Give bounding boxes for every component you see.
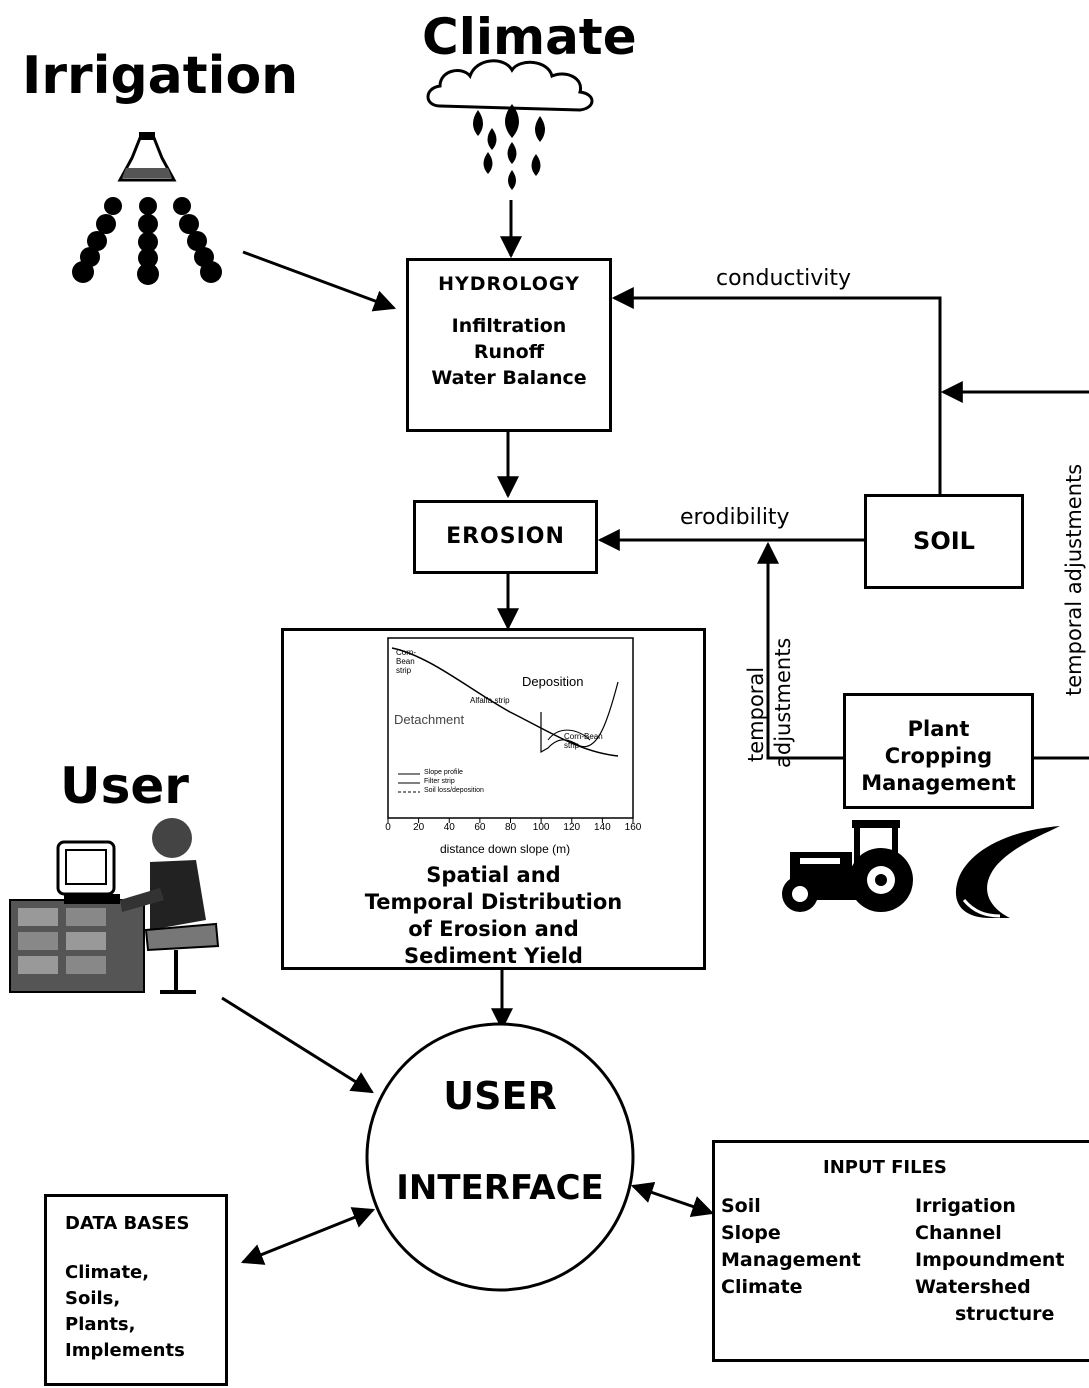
computer-user-icon [9, 818, 220, 994]
temporal-label-left: temporal [744, 666, 768, 762]
distribution-caption: Spatial and Temporal Distribution of Ero… [281, 862, 706, 970]
plot-tick-label: 80 [504, 822, 517, 833]
rain-cloud-icon [426, 59, 594, 190]
plot-tick-label: 100 [532, 822, 550, 833]
data-bases-item-soils: Soils, [65, 1288, 121, 1309]
hydrology-infiltration: Infiltration [451, 315, 567, 337]
plot-tick-label: 40 [443, 822, 455, 833]
plot-tick-label: 20 [413, 822, 425, 833]
user-interface-line-1: USER [443, 1074, 557, 1118]
input-file-watershed: Watershed [915, 1276, 1031, 1298]
erosion-label: EROSION [446, 524, 565, 549]
input-file-climate: Climate [721, 1276, 803, 1298]
deposition-line [540, 681, 619, 754]
input-files-heading: INPUT FILES [823, 1157, 947, 1178]
hydrology-runoff: Runoff [473, 341, 545, 363]
plot-tick-label: 140 [594, 822, 611, 833]
climate-title: Climate [422, 8, 637, 66]
erosion-box: EROSION [413, 500, 598, 574]
temporal-adjustments-label-right: temporal adjustments [1062, 463, 1086, 696]
soil-box: SOIL [864, 494, 1024, 589]
plot-legend-2: Filter strip [424, 778, 455, 785]
plot-corn-bean-top-label: Corn-Bean strip [396, 648, 417, 675]
user-interface-line-2: INTERFACE [396, 1168, 604, 1208]
data-bases-item-plants: Plants, [65, 1314, 136, 1335]
data-bases-heading: DATA BASES [65, 1213, 190, 1234]
data-bases-box: DATA BASES Climate, Soils, Plants, Imple… [44, 1194, 228, 1386]
arrow-ui-inputfiles [630, 1181, 715, 1218]
caption-line-3: of Erosion and [408, 917, 579, 941]
sprinkler-icon [72, 132, 222, 285]
input-files-col-2: Irrigation Channel Impoundment Watershed… [915, 1193, 1064, 1328]
arrow-soil-conductivity [611, 287, 942, 497]
distribution-box [281, 628, 706, 970]
conductivity-label: conductivity [716, 266, 852, 291]
input-file-management: Management [721, 1249, 861, 1271]
input-file-impoundment: Impoundment [915, 1249, 1065, 1271]
user-interface-circle [365, 1022, 635, 1292]
adjustments-label-left: adjustments [771, 637, 795, 768]
cropping-label: Cropping [884, 744, 993, 768]
slope-profile-line [391, 647, 619, 757]
irrigation-title: Irrigation [22, 46, 299, 106]
plot-legend-3: Soil loss/deposition [424, 787, 484, 794]
input-file-slope: Slope [721, 1222, 781, 1244]
data-bases-item-implements: Implements [65, 1340, 185, 1361]
plot-tick-label: 160 [624, 822, 642, 833]
caption-line-4: Sediment Yield [404, 944, 583, 968]
input-files-box: INPUT FILES Soil Slope Management Climat… [712, 1140, 1089, 1362]
plant-label: Plant [907, 717, 970, 741]
caption-line-2: Temporal Distribution [364, 890, 623, 914]
plot-alfalfa-label: Alfalfa strip [470, 696, 510, 705]
arrow-user-to-ui [221, 996, 374, 1094]
tractor-icon [782, 820, 913, 912]
plot-tick-label: 60 [474, 822, 486, 833]
plot-detachment-label: Detachment [394, 712, 465, 727]
erodibility-label: erodibility [680, 505, 790, 530]
plot-deposition-label: Deposition [522, 674, 584, 689]
hydrology-water-balance: Water Balance [431, 367, 587, 389]
caption-line-1: Spatial and [426, 863, 561, 887]
erosion-profile-plot [387, 637, 634, 823]
data-bases-item-climate: Climate, [65, 1262, 150, 1283]
plow-icon [955, 826, 1060, 918]
plot-x-axis-label: distance down slope (m) [440, 842, 571, 856]
input-file-structure: structure [955, 1303, 1055, 1325]
input-file-irrigation: Irrigation [915, 1195, 1016, 1217]
arrow-ui-databases [240, 1207, 376, 1265]
hydrology-heading: HYDROLOGY [438, 273, 580, 295]
soil-label: SOIL [913, 527, 975, 555]
input-file-soil: Soil [721, 1195, 761, 1217]
management-label: Management [861, 771, 1016, 795]
hydrology-box: HYDROLOGY Infiltration Runoff Water Bala… [406, 258, 612, 432]
input-files-col-1: Soil Slope Management Climate [721, 1193, 861, 1301]
arrow-irrigation-to-hydrology [242, 250, 397, 312]
plot-corn-bean-bottom-label: Corn-Bean strip [564, 732, 603, 750]
plant-box: Plant Cropping Management [843, 693, 1034, 809]
loss-line [547, 729, 591, 741]
user-title: User [60, 757, 189, 815]
plot-tick-label: 0 [385, 822, 391, 833]
plot-tick-marks [387, 818, 634, 823]
arrow-plant-temporal [757, 541, 843, 760]
plot-tick-label: 120 [563, 822, 581, 833]
input-file-channel: Channel [915, 1222, 1002, 1244]
plot-legend-1: Slope profile [424, 769, 463, 776]
